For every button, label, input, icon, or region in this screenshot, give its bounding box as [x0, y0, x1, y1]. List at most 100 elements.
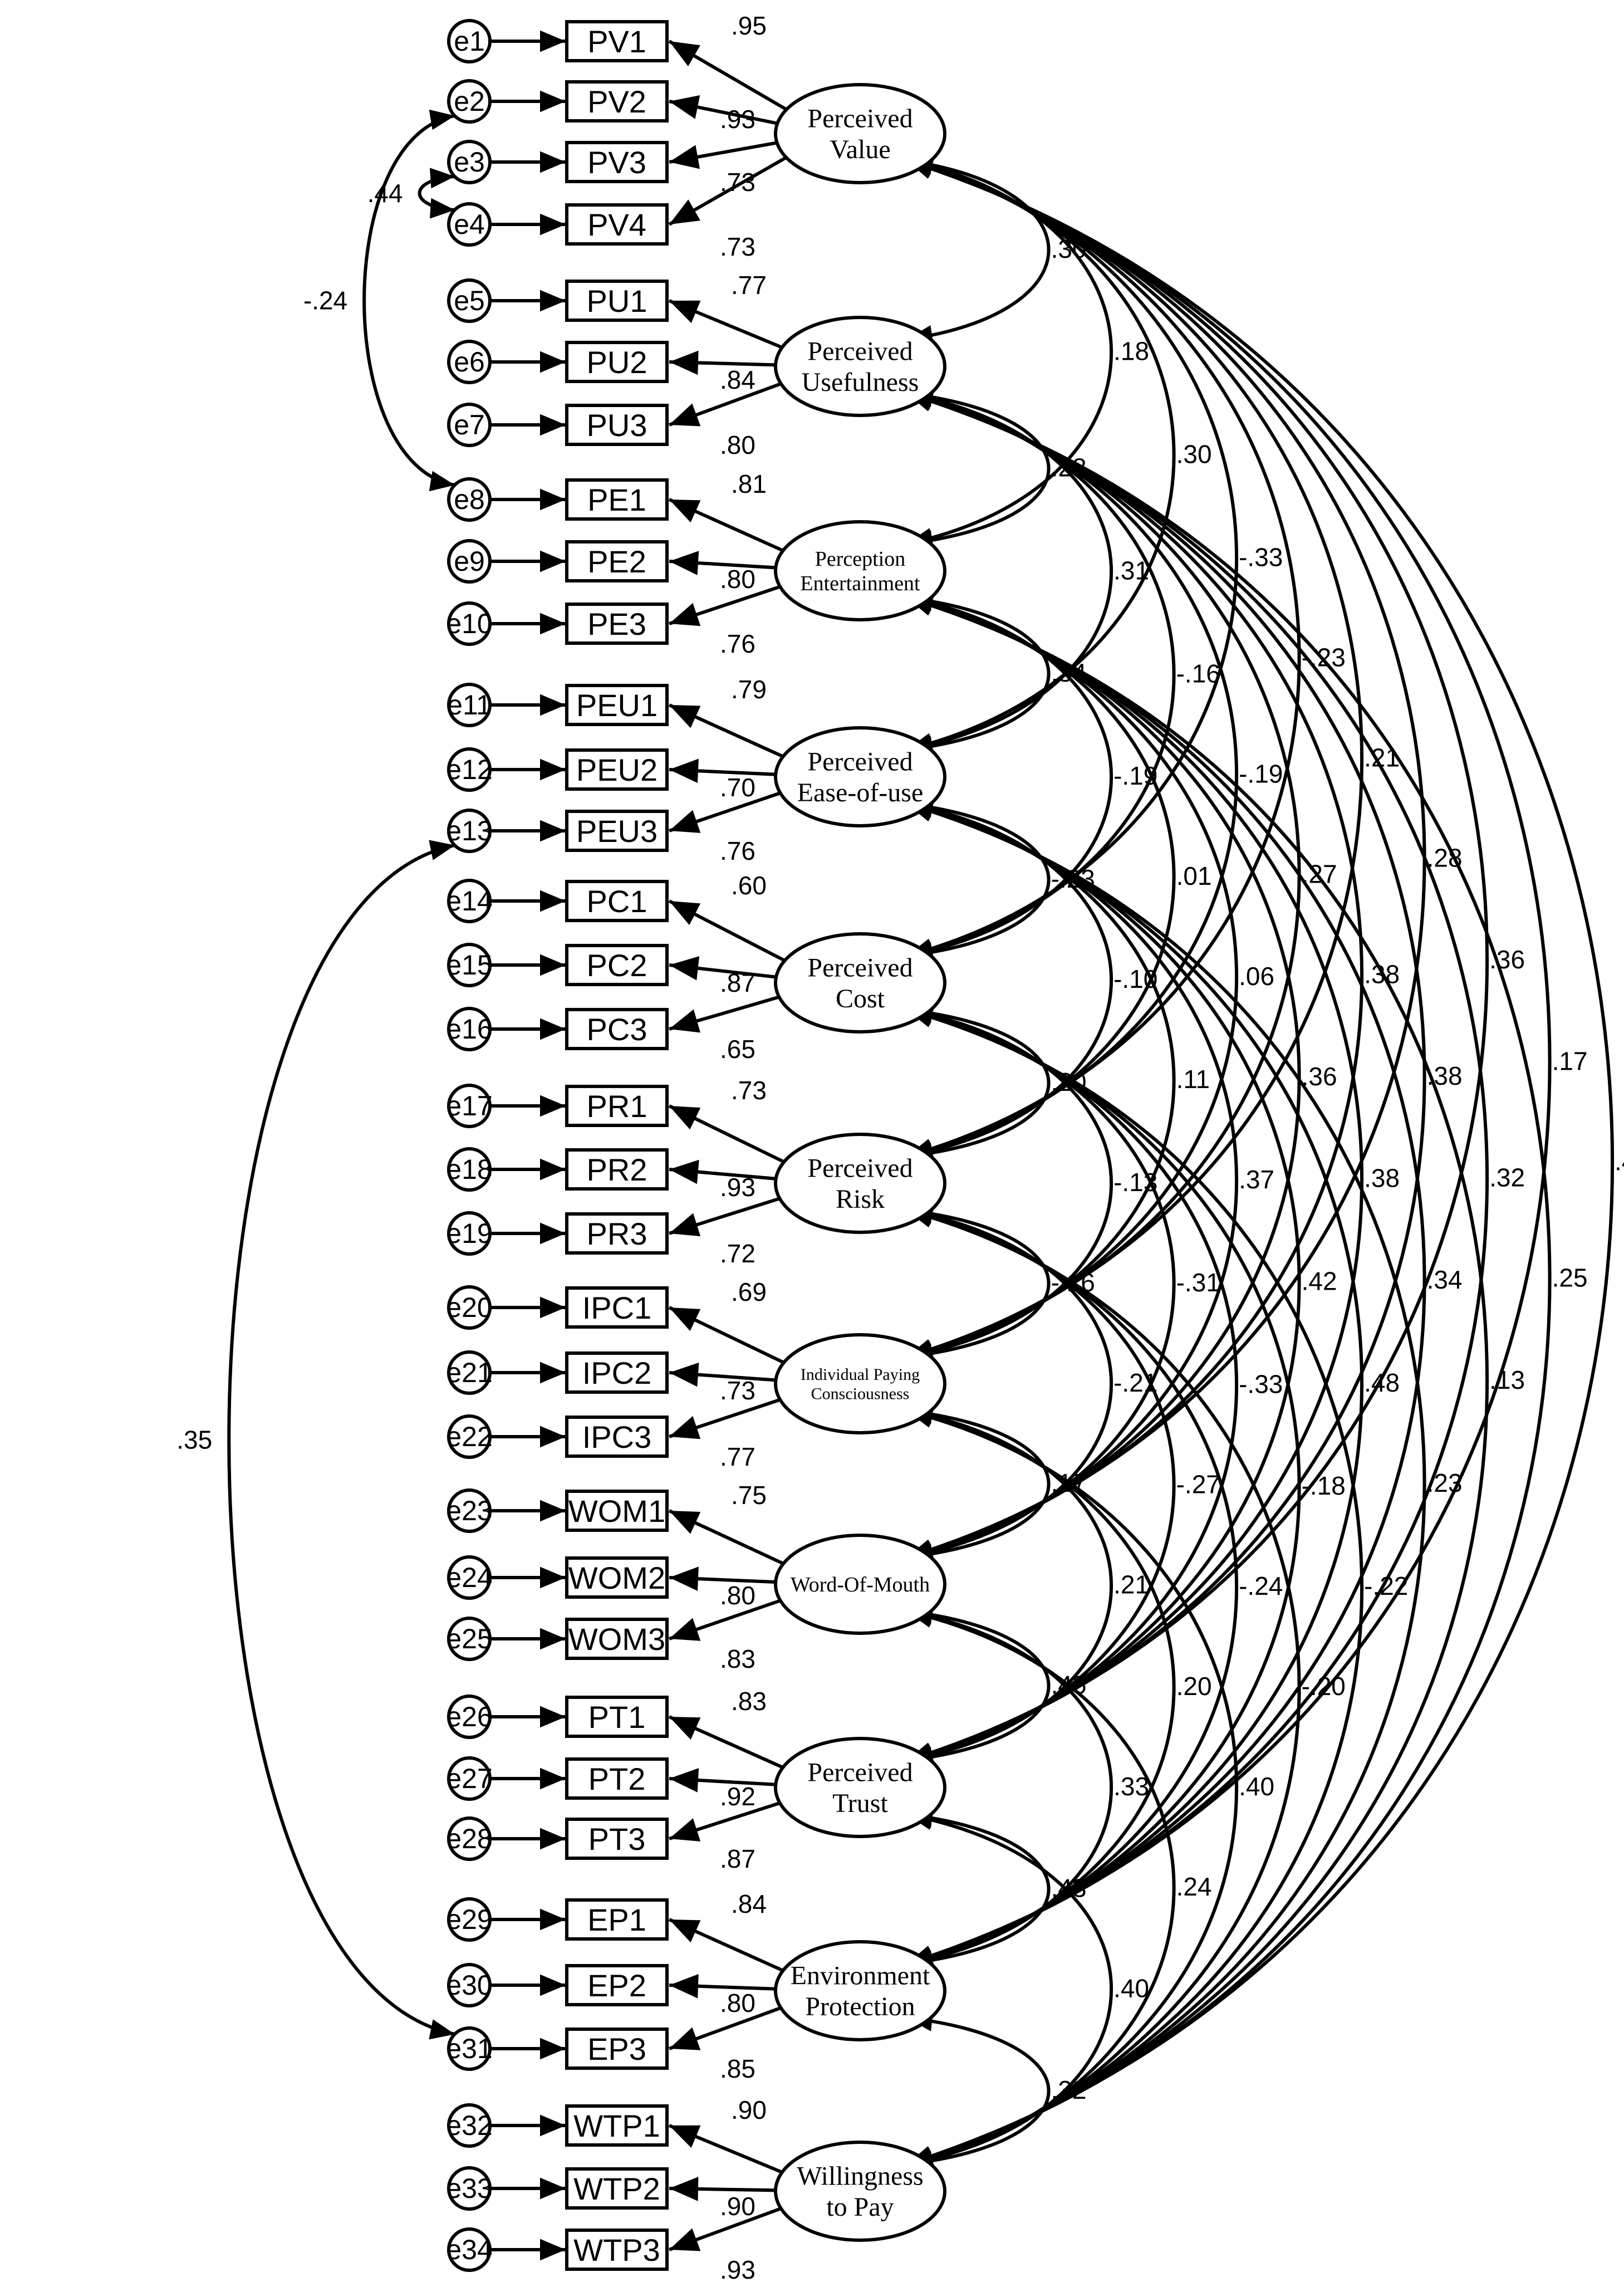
loading-arrowhead	[669, 1159, 699, 1184]
loading-arrowhead	[669, 1213, 701, 1237]
latent-construct-label: Perceived	[807, 1758, 912, 1787]
error-covariance-arrowhead	[429, 840, 455, 860]
correlation-label: .42	[1302, 1267, 1337, 1296]
error-path-arrowhead	[540, 1018, 566, 1040]
error-path-arrowhead	[540, 954, 566, 976]
error-path-arrowhead	[540, 613, 566, 635]
indicator-box	[565, 2027, 669, 2070]
correlation-label: .38	[1364, 1164, 1400, 1193]
correlation-curve	[906, 1609, 1176, 2166]
loading-label: .77	[720, 1442, 755, 1471]
error-term-circle	[447, 2227, 492, 2272]
indicator-label: WTP2	[573, 2171, 660, 2206]
indicator-box	[565, 341, 669, 383]
correlation-label: -.24	[1239, 1571, 1283, 1600]
indicator-box	[565, 1085, 669, 1127]
correlation-label: -.23	[1051, 864, 1095, 893]
loading-label: .83	[720, 1644, 755, 1673]
error-term-circle	[447, 1963, 492, 2007]
loading-label: .90	[731, 2095, 767, 2124]
error-path-arrowhead	[540, 351, 566, 373]
error-term-circle	[447, 1285, 492, 1330]
correlation-label: -.31	[1176, 1268, 1220, 1297]
loading-arrowhead	[669, 403, 701, 427]
error-term-label: e26	[446, 1701, 492, 1732]
correlation-curve	[906, 596, 1364, 1762]
correlation-curve	[906, 1208, 1238, 1966]
labels-layer: .30.18.30-.33-.23.21.28.36.17.49.28.31-.…	[176, 11, 1624, 2284]
loading-label: .69	[731, 1277, 767, 1306]
indicator-box	[565, 1898, 669, 1941]
loading-arrowhead	[669, 1973, 699, 1999]
indicator-label: WTP1	[573, 2108, 660, 2143]
correlation-label: .32	[1489, 1163, 1525, 1192]
correlation-label: .40	[1113, 1974, 1149, 2003]
correlation-label: .17	[1552, 1047, 1588, 1076]
indicator-label: PV2	[587, 84, 646, 119]
indicator-label: IPC1	[582, 1290, 652, 1325]
loading-arrowhead	[669, 551, 699, 575]
correlation-curve	[906, 159, 1176, 752]
correlation-curve	[906, 802, 1176, 1359]
latent-construct-label: Environment	[791, 1961, 930, 1991]
error-path-arrowhead	[540, 151, 566, 173]
error-path-arrowhead	[540, 90, 566, 112]
loading-arrowhead	[669, 1768, 699, 1793]
correlation-label: .40	[1239, 1772, 1274, 1801]
error-term-circle	[447, 19, 492, 63]
correlation-label: .36	[1302, 1062, 1337, 1091]
loading-label: .80	[720, 430, 755, 459]
indicator-label: PC1	[587, 884, 647, 919]
loading-arrowhead	[669, 1511, 701, 1534]
error-path-arrowhead	[540, 1974, 566, 1996]
latent-construct-ellipse	[774, 1737, 946, 1838]
correlation-curve	[906, 1813, 1113, 2166]
loading-label: .80	[720, 565, 755, 594]
loading-arrowhead	[669, 1566, 699, 1591]
error-term-circle	[447, 1555, 492, 1600]
error-term-label: e16	[446, 1013, 492, 1045]
latent-construct-label: Perceived	[807, 337, 912, 366]
loading-label: .81	[731, 469, 767, 498]
latent-construct-label: Risk	[836, 1184, 885, 1214]
loading-arrowhead	[669, 199, 700, 224]
error-term-circle	[447, 278, 492, 323]
error-term-label: e9	[454, 546, 485, 577]
error-path-arrowhead	[540, 1222, 566, 1245]
latent-construct-ellipse	[774, 2141, 946, 2242]
error-term-label: e33	[446, 2173, 492, 2204]
error-path-arrowhead	[540, 1628, 566, 1650]
latent-construct-label: Perceived	[807, 747, 912, 777]
correlation-label: .18	[1113, 337, 1149, 366]
error-term-circle	[447, 2026, 492, 2071]
error-term-circle	[447, 340, 492, 384]
correlation-curve	[906, 1813, 1051, 1966]
correlation-label: .25	[1552, 1263, 1588, 1292]
latent-construct-label: Usefulness	[802, 368, 919, 397]
correlation-curve	[906, 802, 1238, 1559]
indicator-box	[565, 1416, 669, 1458]
indicator-label: WOM2	[568, 1560, 665, 1595]
loading-label: .73	[731, 1076, 767, 1105]
loading-label: .90	[720, 2192, 755, 2221]
error-path-arrowhead	[540, 2114, 566, 2137]
loading-label: .93	[720, 2255, 755, 2284]
indicator-box	[565, 1696, 669, 1738]
error-path-arrowhead	[540, 1296, 566, 1319]
loading-label: .92	[720, 1782, 755, 1811]
indicator-label: PEU3	[576, 814, 658, 849]
error-term-label: e5	[454, 285, 485, 316]
error-term-label: e2	[454, 86, 485, 117]
indicator-box	[565, 1556, 669, 1599]
correlation-label: -.19	[1239, 760, 1283, 789]
correlation-label: .23	[1427, 1468, 1463, 1497]
error-term-circle	[447, 1816, 492, 1861]
correlation-curve	[906, 391, 1301, 1359]
correlation-curve	[906, 1008, 1301, 1966]
loading-label: .85	[720, 2054, 755, 2083]
indicator-box	[565, 280, 669, 322]
error-term-circle	[447, 539, 492, 584]
error-term-circle	[447, 2166, 492, 2211]
latent-construct-ellipse	[774, 316, 946, 417]
